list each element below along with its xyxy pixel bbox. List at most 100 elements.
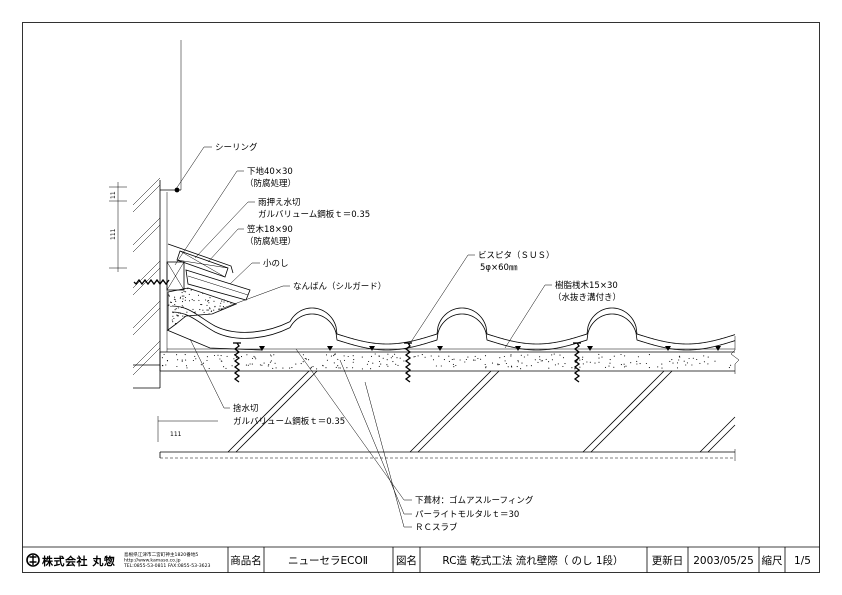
mortar-dot (520, 354, 522, 356)
mortar-dot (245, 364, 247, 366)
nanban-dot (184, 296, 187, 299)
mortar-dot (548, 361, 550, 363)
label-batten-size: 樹脂桟木15×30 (555, 280, 618, 291)
nanban-dot (192, 308, 194, 310)
mortar-dot (579, 359, 581, 361)
perlite-mortar-stipple (161, 353, 732, 370)
mortar-dot (678, 359, 680, 361)
mortar-dot (485, 366, 487, 368)
nanban-dot (176, 314, 178, 316)
mortar-dot (374, 353, 376, 355)
mortar-dot (574, 368, 576, 370)
nanban-dot (223, 299, 225, 301)
nanban-dot (230, 302, 232, 304)
mortar-dot (685, 364, 687, 366)
nanban-dot (172, 315, 174, 317)
mortar-dot (636, 363, 638, 365)
updated-label: 更新日 (652, 554, 684, 567)
mortar-dot (295, 363, 297, 365)
leader-nanban (217, 285, 290, 311)
mortar-dot (413, 356, 415, 358)
mortar-dot (269, 361, 271, 363)
mortar-dot (166, 360, 168, 362)
nanban-dot (184, 316, 186, 318)
mortar-dot (270, 355, 272, 357)
right-break-line (730, 336, 740, 374)
mortar-dot (551, 354, 553, 356)
company-address: 島根県江津市二宮町神主1820番地5 (124, 551, 198, 558)
mortar-dot (516, 366, 518, 368)
mortar-dot (497, 364, 499, 366)
wall-side-tile-bottom (171, 311, 291, 339)
mortar-dot (163, 353, 165, 356)
tile-lug (369, 346, 375, 351)
mortar-dot (316, 368, 318, 370)
mortar-dot (714, 360, 716, 362)
nanban-dot (218, 308, 220, 310)
mortar-dot (268, 364, 270, 366)
mortar-dot (499, 357, 501, 359)
tile-lug (327, 346, 333, 351)
mortar-dot (671, 359, 673, 361)
wall-hatch-line (132, 184, 161, 213)
mortar-dot (598, 357, 600, 359)
mortar-dot (676, 362, 679, 364)
nanban-dot (173, 317, 175, 320)
nanban-dot (221, 300, 223, 302)
wall-hatch-line (132, 340, 161, 369)
wall-side-detail (166, 243, 291, 351)
mortar-dot (206, 359, 208, 362)
leader-underlay (295, 348, 412, 501)
nanban-dot (219, 305, 221, 307)
mortar-dot (333, 355, 335, 357)
nanban-dot (182, 315, 184, 317)
mortar-dot (448, 360, 450, 362)
mortar-dot (608, 365, 610, 367)
nanban-dot (181, 301, 184, 303)
mortar-dot (186, 367, 188, 369)
mortar-dot (397, 364, 399, 366)
mortar-dot (503, 355, 505, 358)
nanban-dot (207, 300, 209, 302)
mortar-dot (688, 357, 690, 360)
mortar-dot (352, 361, 354, 363)
leader-drip-flashing (189, 338, 230, 409)
company-name: 株式会社 丸惣 (42, 554, 115, 568)
mortar-dot (334, 353, 336, 355)
leader-konoshi (229, 262, 260, 285)
wall-hatch-line (132, 347, 161, 376)
mortar-dot (333, 353, 335, 355)
mortar-dot (421, 354, 423, 356)
nanban-dot (201, 304, 203, 306)
kasagi-cross-b (176, 259, 229, 269)
nanban-dot (172, 321, 174, 323)
rc-slab (159, 370, 736, 461)
mortar-dot (537, 361, 539, 363)
nanban-dot (203, 311, 205, 313)
mortar-dot (504, 360, 506, 362)
mortar-dot (337, 358, 339, 360)
nanban-dot (221, 308, 223, 311)
mortar-dot (386, 359, 388, 361)
roof-tile-profile-bottom (289, 313, 736, 351)
mortar-dot (326, 359, 328, 361)
slab-hatch-line (590, 370, 673, 453)
mortar-dot (582, 356, 584, 358)
mortar-dot (273, 354, 275, 356)
mortar-dot (683, 360, 685, 362)
mortar-dot (235, 356, 237, 358)
mortar-dot (275, 367, 277, 369)
mortar-dot (378, 360, 381, 363)
nanban-dot (181, 292, 183, 294)
mortar-dot (380, 363, 382, 365)
mortar-dot (620, 364, 622, 366)
mortar-dot (399, 357, 401, 359)
title-block: 株式会社 丸惣 島根県江津市二宮町神主1820番地5 http://www.ka… (22, 546, 820, 573)
nanban-dot (170, 305, 172, 307)
mortar-dot (728, 367, 730, 369)
nanban-dot (177, 307, 179, 309)
mortar-dot (703, 361, 705, 363)
slab-hatch-line (409, 370, 492, 453)
nanban-dot (222, 306, 224, 308)
callout-labels: シーリング 下地40×30 （防腐処理） 雨押え水切 ガルバリューム鋼板ｔ＝0.… (215, 142, 621, 533)
